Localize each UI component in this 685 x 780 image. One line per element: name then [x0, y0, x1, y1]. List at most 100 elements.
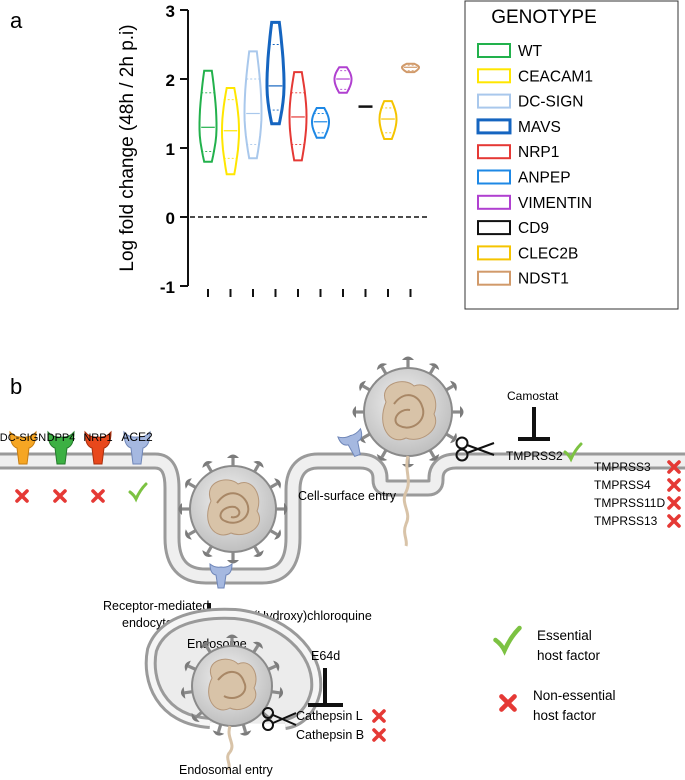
cell-surface-entry-label: Cell-surface entry: [298, 489, 397, 503]
legend-swatch-wt: [477, 43, 511, 58]
non-essential-cross-icon: [667, 514, 681, 528]
endosome-membrane-inner: [147, 610, 320, 727]
legend-label-mavs: MAVS: [518, 119, 561, 136]
legend-label-vimentin: VIMENTIN: [518, 195, 592, 212]
tmprss2-label: TMPRSS2: [506, 449, 563, 463]
ace2-endocytic-receptor: [209, 562, 233, 589]
legend-swatch-vimentin: [477, 194, 511, 210]
non-essential-cross-icon: [372, 728, 386, 742]
camostat-inhibition-icon: [518, 407, 550, 441]
legend-title: GENOTYPE: [491, 7, 597, 28]
legend-non-essential-line2: host factor: [533, 708, 597, 723]
spike-protein-icon: [227, 454, 239, 466]
panel-a: a Log fold change (48h / 2h p.i) 3 2 1 0…: [10, 0, 679, 310]
ace2-surface-receptor: [337, 427, 363, 458]
panel-a-label: a: [10, 8, 23, 33]
spike-protein-icon: [276, 503, 288, 515]
non-essential-cross-icon: [667, 478, 681, 492]
receptor-label-dc-sign: DC-SIGN: [0, 432, 46, 444]
legend-label-ceacam1: CEACAM1: [518, 68, 593, 85]
cathepsin-b-label: Cathepsin B: [296, 728, 364, 742]
non-essential-cross-icon: [15, 489, 29, 503]
spike-protein-icon: [402, 356, 414, 368]
legend-label-nrp1: NRP1: [518, 144, 559, 161]
legend-label-clec2b: CLEC2B: [518, 245, 578, 262]
violin-dc-sign: [243, 50, 263, 160]
legend-swatch-cd9: [477, 220, 511, 236]
violin-anpep: [311, 107, 330, 139]
y-tick-label: 2: [166, 71, 175, 90]
receptor-label-ace2: ACE2: [121, 430, 153, 444]
legend-frame: [464, 0, 679, 310]
legend-swatch-ceacam1: [477, 68, 511, 84]
legend-label-cd9: CD9: [518, 220, 549, 237]
violin-plot: [198, 20, 421, 176]
virus-particle-surface: [352, 356, 464, 468]
y-tick-label: 0: [166, 209, 175, 228]
violin-nrp1: [288, 71, 308, 162]
essential-check-icon: [128, 482, 148, 501]
tmprss11d-label: TMPRSS11D: [594, 496, 665, 510]
viral-rna-strand-endosome: [226, 725, 234, 771]
panel-b: b DC-SIGN DPP4 NRP1 ACE2: [0, 356, 685, 777]
legend-swatch-dc-sign: [477, 93, 511, 109]
legend-swatch-nrp1: [477, 144, 511, 160]
y-axis: 3 2 1 0 -1: [160, 2, 189, 297]
spike-protein-icon: [178, 503, 190, 515]
receptor-label-dpp4: DPP4: [47, 432, 76, 444]
receptor-dpp4: [47, 430, 75, 465]
receptor-ace2: [123, 430, 151, 465]
virus-particle-invagination: [178, 454, 288, 564]
endosomal-entry-label: Endosomal entry: [179, 763, 274, 777]
chloroquine-label: (Hydroxy)chloroquine: [253, 609, 372, 623]
receptor-mediated-label: Receptor-mediated: [103, 599, 209, 613]
legend-swatch-clec2b: [477, 245, 511, 261]
legend-label-ndst1: NDST1: [518, 271, 569, 288]
violin-wt: [198, 69, 218, 163]
cell-membrane-inner: [0, 455, 685, 582]
y-axis-label: Log fold change (48h / 2h p.i): [117, 24, 138, 271]
virus-particle-endosome: [180, 634, 284, 738]
spike-protein-icon: [352, 406, 364, 418]
cell-membrane: [0, 452, 685, 585]
violin-clec2b: [378, 100, 398, 140]
tmprss4-label: TMPRSS4: [594, 478, 651, 492]
violin-ceacam1: [220, 87, 241, 176]
non-essential-cross-icon: [372, 709, 386, 723]
legend-swatch-mavs: [476, 118, 512, 135]
non-essential-cross-icon: [91, 489, 105, 503]
non-essential-cross-icon: [502, 697, 515, 710]
receptor-label-nrp1: NRP1: [83, 432, 112, 444]
legend-non-essential-line1: Non-essential: [533, 688, 616, 703]
violin-mavs: [265, 20, 286, 126]
scissors-icon: [262, 707, 297, 731]
y-tick-label: -1: [160, 278, 175, 297]
legend-swatch-ndst1: [477, 270, 511, 286]
viral-rna-strand: [402, 455, 410, 547]
panel-b-label: b: [10, 374, 22, 399]
legend-essential-line2: host factor: [537, 648, 601, 663]
y-tick-label: 3: [166, 2, 175, 21]
tmprss3-label: TMPRSS3: [594, 460, 651, 474]
e64d-label: E64d: [311, 649, 340, 663]
y-tick-label: 1: [166, 140, 175, 159]
legend-essential-line1: Essential: [537, 628, 592, 643]
non-essential-cross-icon: [667, 496, 681, 510]
scissors-icon: [455, 436, 495, 462]
violin-ndst1: [400, 62, 421, 74]
violin-vimentin: [333, 66, 353, 94]
receptor-dc-sign: [9, 430, 37, 465]
essential-check-icon: [496, 628, 520, 651]
legend-label-dc-sign: DC-SIGN: [518, 94, 583, 111]
legend-label-anpep: ANPEP: [518, 170, 571, 187]
camostat-label: Camostat: [507, 389, 559, 403]
legend-label-wt: WT: [518, 43, 543, 60]
tmprss13-label: TMPRSS13: [594, 514, 658, 528]
spike-protein-icon: [452, 406, 464, 418]
non-essential-cross-icon: [53, 489, 67, 503]
cathepsin-l-label: Cathepsin L: [296, 709, 363, 723]
receptor-nrp1: [84, 430, 112, 465]
spike-protein-icon: [227, 552, 239, 564]
